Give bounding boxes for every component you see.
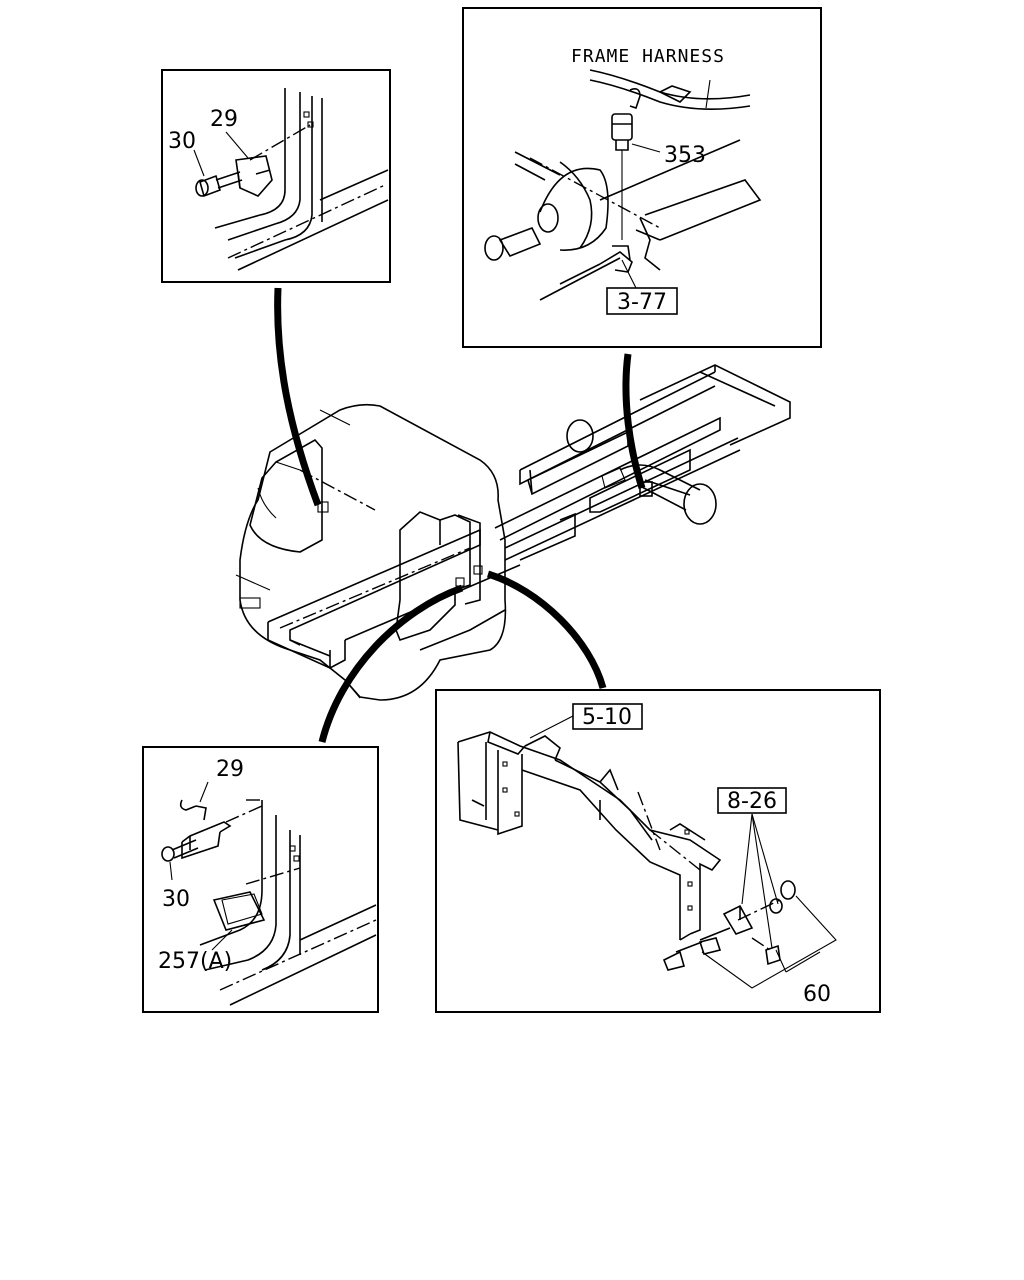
leader-top-right [622,353,646,490]
inset-bottom-left: 29 30 257(A) [142,746,379,1013]
label-3-77: 3-77 [617,290,667,315]
inset-top-right: FRAME HARNESS 353 3-77 [462,7,822,348]
label-29-top: 29 [210,107,238,132]
label-5-10: 5-10 [582,705,632,730]
leader-top-left [274,287,322,507]
truck-chassis-illustration [235,364,791,701]
label-8-26: 8-26 [727,789,777,814]
label-60: 60 [803,982,831,1007]
label-257a: 257(A) [158,949,232,974]
inset-top-left: 29 30 [161,69,391,283]
leader-bottom-right [486,570,607,689]
label-29-bottom: 29 [216,757,244,782]
label-30-top: 30 [168,129,196,154]
label-30-bottom: 30 [162,887,190,912]
label-frame-harness: FRAME HARNESS [571,46,725,67]
leader-bottom-left [318,584,464,743]
inset-bottom-right: 5-10 8-26 60 [435,689,881,1013]
label-353: 353 [664,143,706,168]
